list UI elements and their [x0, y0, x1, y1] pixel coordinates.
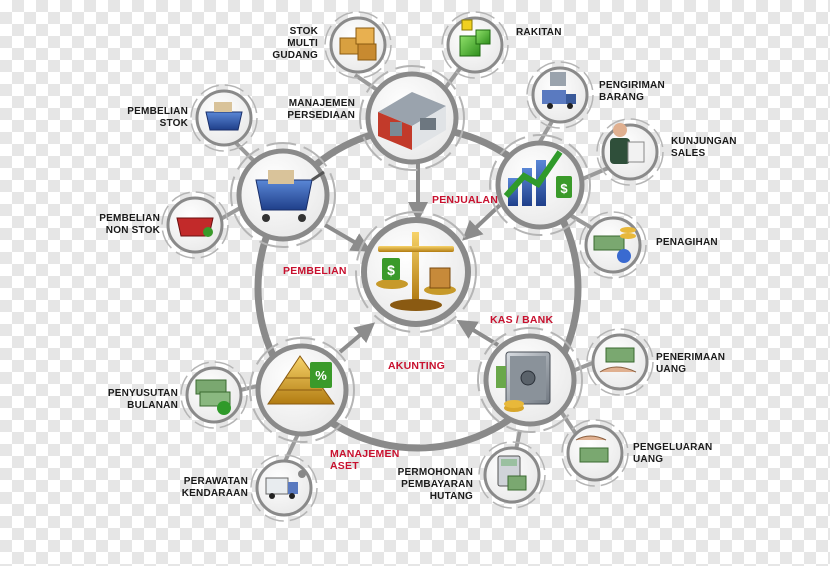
- svg-text:$: $: [560, 181, 568, 196]
- truck-maintenance-icon: [250, 454, 318, 522]
- delivery-truck-icon: [526, 61, 594, 129]
- label-penerimaan-uang: PENERIMAAN UANG: [656, 352, 726, 375]
- receive-money-icon: [586, 328, 654, 396]
- salesman-icon: [596, 118, 664, 186]
- shopping-cart-icon: [230, 142, 336, 248]
- label-pengiriman-barang: PENGIRIMAN BARANG: [599, 80, 665, 103]
- basket-icon: [190, 84, 258, 152]
- sales-chart-icon: $: [489, 134, 591, 236]
- cubes-icon: [441, 11, 509, 79]
- label-permohonan-pembayaran-hutang: PERMOHONAN PEMBAYARAN HUTANG: [397, 467, 473, 502]
- give-money-icon: [561, 419, 629, 487]
- warehouse-icon: [359, 65, 465, 171]
- label-pembelian-non-stok: PEMBELIAN NON STOK: [99, 213, 160, 236]
- label-kas-bank: KAS / BANK: [490, 314, 554, 326]
- scale-icon: $: [355, 211, 477, 333]
- label-stok-multi-gudang: STOK MULTI GUDANG: [272, 26, 318, 61]
- safe-icon: [477, 327, 583, 433]
- label-penjualan: PENJUALAN: [432, 194, 498, 206]
- label-penagihan: PENAGIHAN: [656, 237, 718, 248]
- label-akunting: AKUNTING: [388, 360, 446, 372]
- label-manajemen-aset: MANAJEMEN ASET: [330, 448, 400, 472]
- label-kunjungan-sales: KUNJUNGAN SALES: [671, 136, 737, 159]
- svg-text:%: %: [315, 368, 327, 383]
- calculator-invoice-icon: [478, 441, 546, 509]
- pyramid-icon: %: [249, 337, 355, 443]
- cash-coins-icon: [579, 211, 647, 279]
- boxes-icon: [324, 11, 392, 79]
- label-pembelian-stok: PEMBELIAN STOK: [127, 106, 188, 129]
- depreciation-money-icon: [180, 361, 248, 429]
- red-basket-icon: [161, 191, 229, 259]
- label-pembelian: PEMBELIAN: [283, 265, 347, 277]
- svg-text:$: $: [387, 262, 395, 278]
- label-pengeluaran-uang: PENGELUARAN UANG: [633, 442, 713, 465]
- label-manajemen-persediaan: MANAJEMEN PERSEDIAAN: [287, 98, 355, 121]
- label-perawatan-kendaraan: PERAWATAN KENDARAAN: [181, 476, 248, 499]
- label-penyusutan-bulanan: PENYUSUTAN BULANAN: [107, 388, 178, 411]
- label-rakitan: RAKITAN: [516, 27, 562, 38]
- flow-arrows: [323, 152, 502, 354]
